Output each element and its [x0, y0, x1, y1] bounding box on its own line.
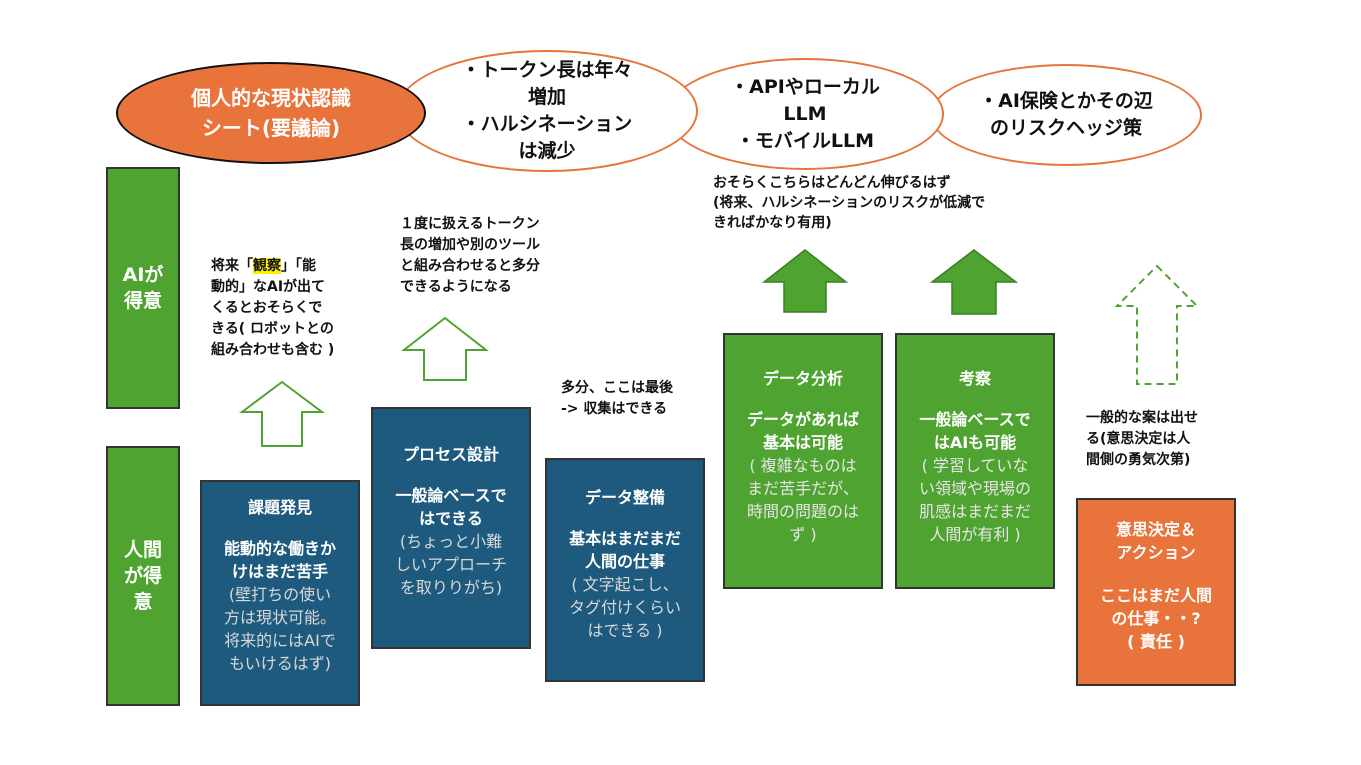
note-token-length: １度に扱えるトークン 長の増加や別のツール と組み合わせると多分 できるようにな…: [400, 216, 540, 295]
ellipse-title: 個人的な現状認識 シート(要議論): [116, 62, 426, 164]
box-main-text: 基本はまだまだ 人間の仕事: [569, 529, 681, 571]
box-main-text: ここはまだ人間 の仕事・・? ( 責任 ): [1099, 586, 1212, 651]
ellipse-token-hallucination: ・トークン長は年々 増加 ・ハルシネーション は減少: [396, 50, 698, 172]
box-title: データ分析: [762, 369, 843, 388]
note-text: 将来「: [211, 258, 253, 274]
side-label-ai-strength: AIが 得意: [106, 167, 180, 409]
up-arrow-dashed-icon: [1114, 264, 1200, 385]
up-arrow-filled-icon: [929, 249, 1019, 315]
up-arrow-filled-icon: [761, 249, 849, 313]
box-sub-text: ( 学習していな い領域や現場の 肌感はまだまだ 人間が有利 ): [918, 456, 1031, 544]
note-general-idea: 一般的な案は出せ る(意思決定は人 間側の勇気次第): [1086, 410, 1198, 468]
box-data-bunseki: データ分析 データがあれば 基本は可能 ( 複雑なものは まだ苦手だが、 時間の…: [723, 333, 883, 589]
up-arrow-outline-icon: [239, 380, 325, 447]
side-label-human-strength: 人間 が得 意: [106, 446, 180, 706]
note-last-step: 多分、ここは最後 -> 収集はできる: [561, 380, 673, 417]
box-title: データ整備: [584, 488, 665, 507]
box-sub-text: ( 複雑なものは まだ苦手だが、 時間の問題のは ず ): [746, 456, 859, 544]
box-title: プロセス設計: [402, 445, 499, 464]
box-main-text: データがあれば 基本は可能: [746, 410, 859, 452]
ellipse-risk-hedge: ・AI保険とかその辺 のリスクヘッジ策: [930, 64, 1202, 166]
note-text: 」「能 動的」なAIが出て くるとおそらくで きる( ロボットとの 組み合わせも…: [211, 258, 335, 358]
box-sub-text: (壁打ちの使い 方は現状可能。 将来的にはAIで もいけるはず): [223, 585, 336, 673]
box-process-sekkei: プロセス設計 一般論ベースで はできる (ちょっと小難 しいアプローチ を取りり…: [371, 407, 531, 649]
note-growth: おそらくこちらはどんどん伸びるはず (将来、ハルシネーションのリスクが低減で き…: [713, 175, 986, 231]
up-arrow-outline-icon: [401, 316, 489, 381]
box-title: 考察: [958, 369, 991, 388]
note-kansatsu: 将来「観察」「能 動的」なAIが出て くるとおそらくで きる( ロボットとの 組…: [211, 256, 381, 361]
ellipse-api-local-llm: ・APIやローカル LLM ・モバイルLLM: [666, 58, 944, 170]
box-data-seibi: データ整備 基本はまだまだ 人間の仕事 ( 文字起こし、 タグ付けくらい はでき…: [545, 458, 705, 682]
box-title: 意思決定＆ アクション: [1115, 520, 1196, 562]
box-main-text: 一般論ベースで はできる: [395, 486, 507, 528]
box-main-text: 能動的な働きか けはまだ苦手: [223, 539, 336, 581]
box-kadai-hakken: 課題発見 能動的な働きか けはまだ苦手 (壁打ちの使い 方は現状可能。 将来的に…: [200, 480, 360, 706]
box-ishikettei: 意思決定＆ アクション ここはまだ人間 の仕事・・? ( 責任 ): [1076, 498, 1236, 686]
box-kousatsu: 考察 一般論ベースで はAIも可能 ( 学習していな い領域や現場の 肌感はまだ…: [895, 333, 1055, 589]
box-main-text: 一般論ベースで はAIも可能: [919, 410, 1031, 452]
box-sub-text: (ちょっと小難 しいアプローチ を取りりがち): [394, 532, 507, 597]
highlight-kansatsu: 観察: [253, 258, 281, 274]
box-sub-text: ( 文字起こし、 タグ付けくらい はできる ): [568, 575, 681, 640]
box-title: 課題発見: [247, 498, 312, 517]
